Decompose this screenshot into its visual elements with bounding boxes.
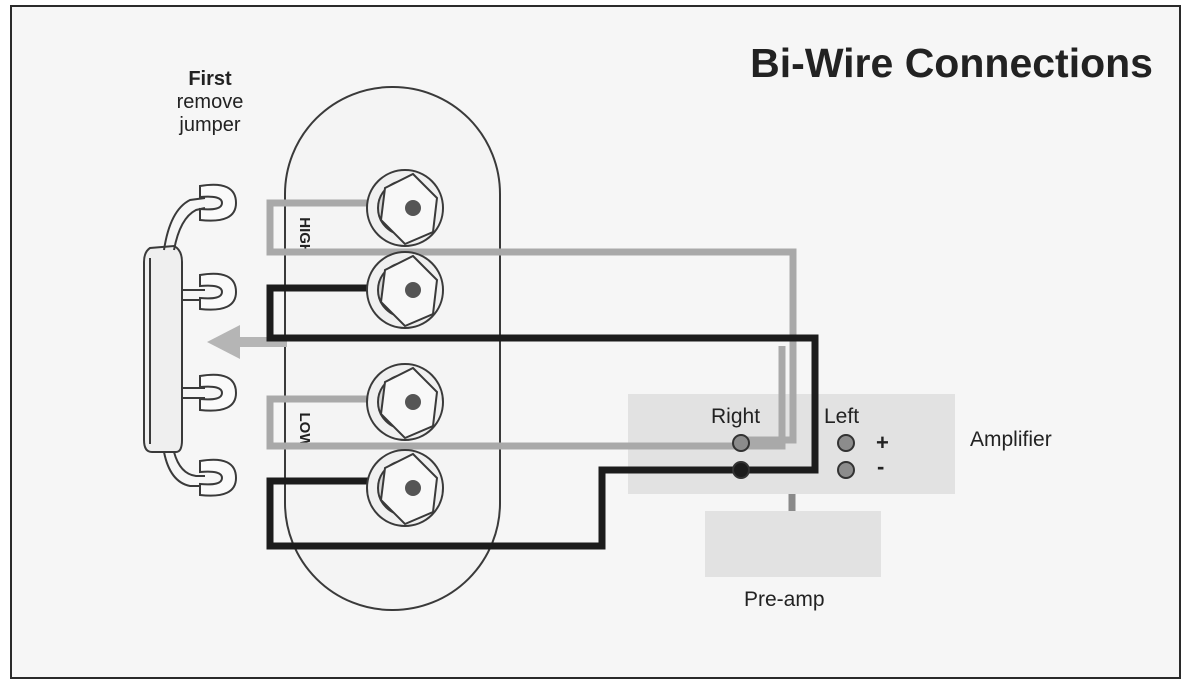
negative-wires <box>266 284 819 550</box>
preamp-label: Pre-amp <box>744 588 825 611</box>
left-channel-label: Left <box>824 405 860 428</box>
diagram-title: Bi-Wire Connections <box>750 40 1153 86</box>
plus-label: + <box>876 430 889 455</box>
note-remove: remove <box>176 91 244 113</box>
right-channel-label: Right <box>711 405 761 428</box>
high-group-label: HIGH <box>296 217 313 255</box>
binding-post-low-negative <box>366 449 444 527</box>
low-positive-wire <box>266 346 786 450</box>
terminal-panel <box>284 86 501 611</box>
left-negative-terminal <box>837 461 855 479</box>
low-negative-wire <box>266 466 742 550</box>
positive-wires <box>266 199 797 450</box>
binding-posts <box>366 169 444 527</box>
high-negative-wire <box>266 284 819 474</box>
binding-post-low-positive <box>366 363 444 441</box>
note-first: First <box>188 68 232 90</box>
binding-post-high-positive <box>366 169 444 247</box>
jumper-spade-lugs <box>199 183 238 497</box>
preamp-box <box>705 511 881 577</box>
jumper-note: First remove jumper <box>150 68 270 137</box>
left-positive-terminal <box>837 434 855 452</box>
minus-label: - <box>877 454 885 479</box>
right-positive-terminal <box>732 434 750 452</box>
right-negative-terminal <box>732 461 750 479</box>
low-group-label: LOW <box>296 413 313 449</box>
jumper-strap <box>143 197 206 487</box>
amplifier-label: Amplifier <box>970 428 1052 451</box>
note-jumper: jumper <box>179 114 241 136</box>
binding-post-high-negative <box>366 251 444 329</box>
diagram-frame <box>10 5 1181 679</box>
remove-arrow <box>207 325 287 359</box>
